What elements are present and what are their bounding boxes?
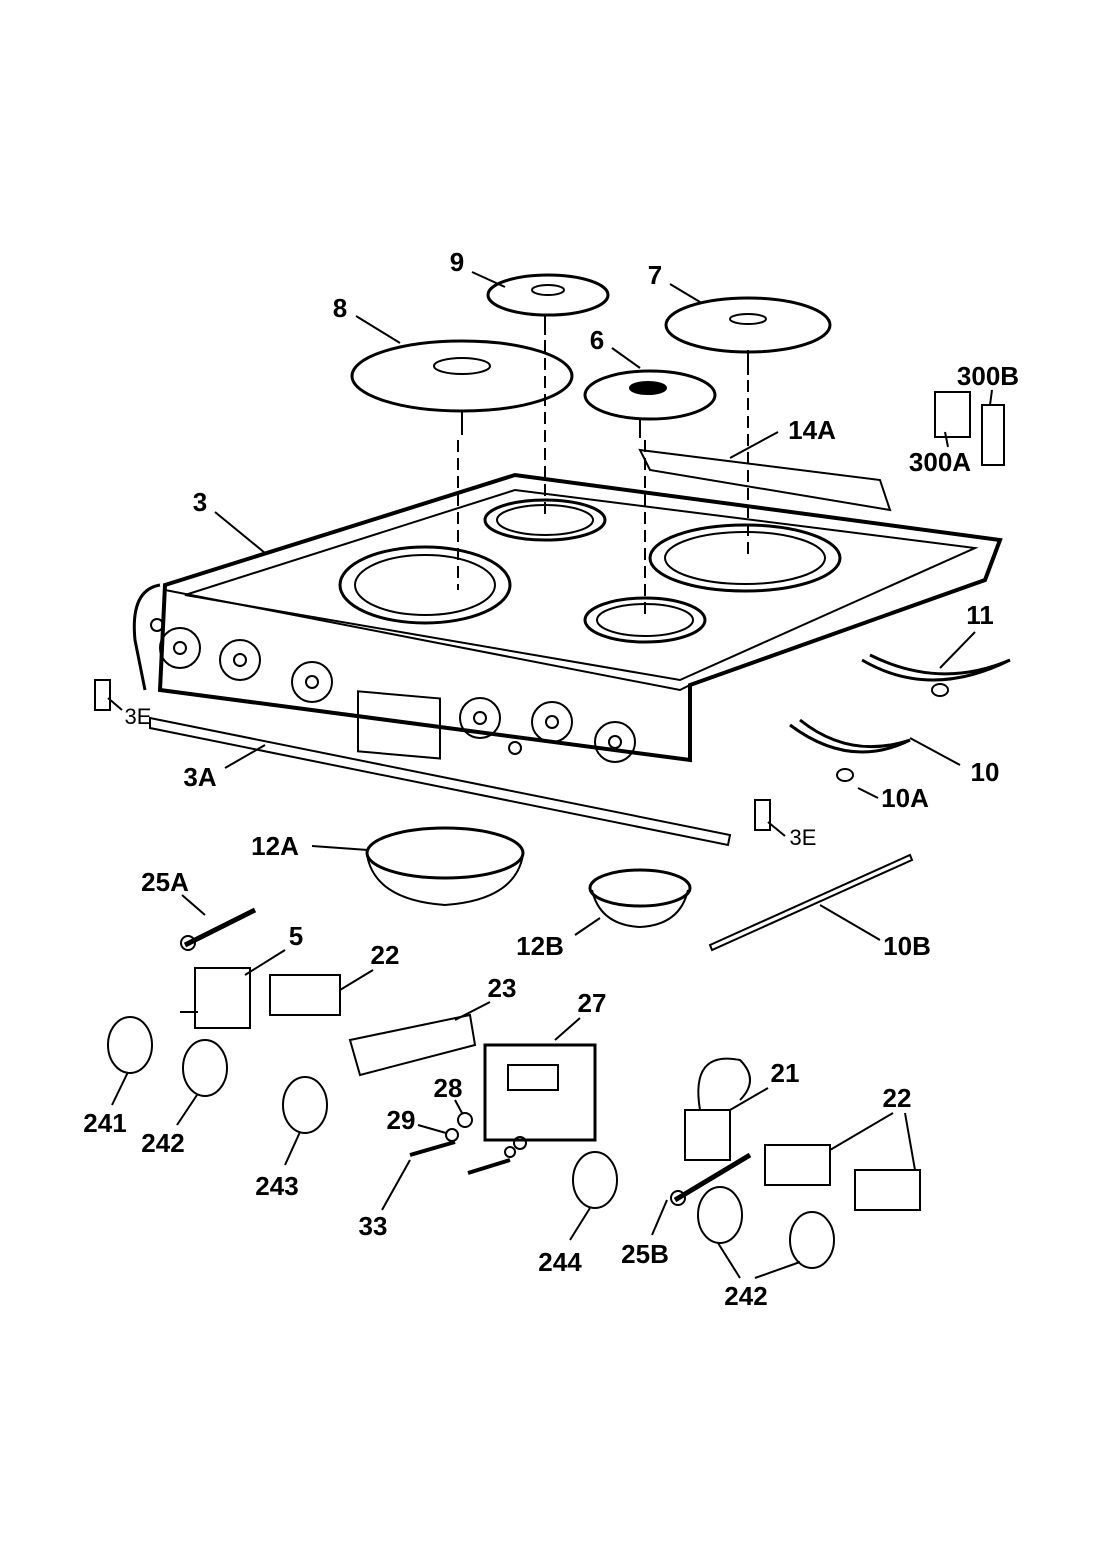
callout-242-left: 242 <box>141 1128 185 1158</box>
callout-11: 11 <box>966 600 994 630</box>
knob-244 <box>572 1151 618 1209</box>
alignment-lines <box>457 340 749 615</box>
bracket-10B <box>708 853 914 952</box>
callout-3E-right: 3E <box>789 825 817 850</box>
knob-242-left <box>182 1039 228 1097</box>
bracket-10 <box>789 718 911 754</box>
bracket-300B <box>981 404 1005 466</box>
knob-242-a <box>697 1186 743 1244</box>
thermostat-21 <box>684 1109 731 1161</box>
callout-244: 244 <box>538 1247 582 1277</box>
burner-8 <box>350 339 574 435</box>
callout-3: 3 <box>192 487 208 517</box>
switch-22-c <box>854 1169 921 1211</box>
callout-241: 241 <box>83 1108 127 1138</box>
callout-21: 21 <box>770 1058 800 1088</box>
callout-25A: 25A <box>141 867 189 897</box>
clock-27 <box>483 1043 597 1142</box>
callout-23: 23 <box>487 973 517 1003</box>
switch-22-b <box>764 1144 831 1186</box>
callout-8: 8 <box>332 293 348 323</box>
callout-27: 27 <box>577 988 607 1018</box>
callout-22-right: 22 <box>882 1083 912 1113</box>
callout-12B: 12B <box>516 931 564 961</box>
switch-rail-14A <box>638 448 892 512</box>
callout-28: 28 <box>433 1073 463 1103</box>
drip-pan-12B <box>588 868 692 929</box>
bracket-300A <box>934 391 971 438</box>
callout-10B: 10B <box>883 931 931 961</box>
switch-5 <box>194 967 251 1029</box>
knob-242-b <box>789 1211 835 1269</box>
callout-5: 5 <box>288 921 304 951</box>
callout-33: 33 <box>358 1211 388 1241</box>
leader-lines <box>107 271 993 1279</box>
callout-300A: 300A <box>908 447 972 477</box>
callout-3A: 3A <box>183 762 217 792</box>
callout-3E-left: 3E <box>124 704 152 729</box>
knob-243 <box>282 1076 328 1134</box>
callout-7: 7 <box>647 260 663 290</box>
callout-242-bottom: 242 <box>724 1281 768 1311</box>
callout-29: 29 <box>386 1105 416 1135</box>
switch-22-a <box>269 974 341 1016</box>
screw-33 <box>409 1140 456 1157</box>
lamp-25B <box>673 1152 752 1203</box>
lamp-25A <box>183 907 257 948</box>
trim-3A <box>149 716 732 847</box>
burner-6 <box>583 369 717 438</box>
callout-12A: 12A <box>251 831 299 861</box>
callout-22-top: 22 <box>370 940 400 970</box>
callout-10A: 10A <box>881 783 929 813</box>
knob-241 <box>107 1016 153 1074</box>
callout-243: 243 <box>255 1171 299 1201</box>
bracket-11 <box>861 653 1011 682</box>
callout-9: 9 <box>449 247 465 277</box>
callout-14A: 14A <box>788 415 836 445</box>
burner-7 <box>664 296 832 375</box>
callout-6: 6 <box>589 325 605 355</box>
callout-25B: 25B <box>621 1239 669 1269</box>
thermostat-23 <box>348 1013 477 1077</box>
burner-9 <box>486 273 610 335</box>
callout-300B: 300B <box>956 361 1020 391</box>
callout-10: 10 <box>970 757 1000 787</box>
clip-3E-left <box>94 679 111 711</box>
clip-3E-right <box>754 799 771 831</box>
cooktop-part-3 <box>132 472 1003 763</box>
drip-pan-12A <box>365 826 525 907</box>
